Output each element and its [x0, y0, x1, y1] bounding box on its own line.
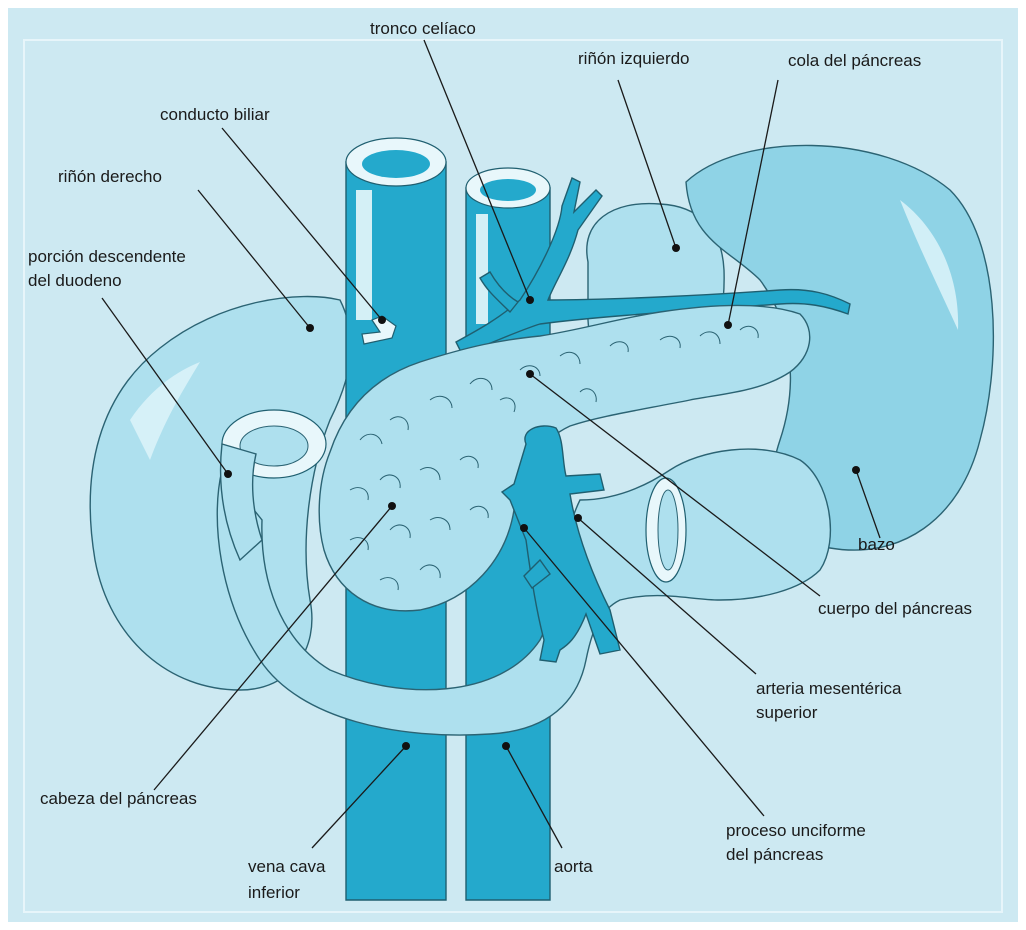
label-proceso-unciforme-line1: proceso unciforme — [726, 821, 866, 840]
label-arteria-mesenterica-line1: arteria mesentérica — [756, 679, 902, 698]
label-vena-cava-line2: inferior — [248, 883, 300, 902]
label-aorta: aorta — [554, 857, 593, 876]
label-conducto-biliar: conducto biliar — [160, 105, 270, 124]
label-vena-cava-line1: vena cava — [248, 857, 326, 876]
vena-cava-shine — [356, 190, 372, 320]
label-arteria-mesenterica-line2: superior — [756, 703, 818, 722]
label-cuerpo-pancreas: cuerpo del páncreas — [818, 599, 972, 618]
vena-cava-top-inner — [362, 150, 430, 178]
aorta-shine — [476, 214, 488, 324]
label-rinon-izquierdo: riñón izquierdo — [578, 49, 690, 68]
label-bazo: bazo — [858, 535, 895, 554]
label-cabeza-pancreas: cabeza del páncreas — [40, 789, 197, 808]
jejunum-opening-inner — [658, 490, 678, 570]
label-porcion-descendente-line2: del duodeno — [28, 271, 122, 290]
label-porcion-descendente-line1: porción descendente — [28, 247, 186, 266]
label-tronco-celiaco: tronco celíaco — [370, 19, 476, 38]
label-proceso-unciforme-line2: del páncreas — [726, 845, 823, 864]
label-rinon-derecho: riñón derecho — [58, 167, 162, 186]
label-cola-pancreas: cola del páncreas — [788, 51, 921, 70]
